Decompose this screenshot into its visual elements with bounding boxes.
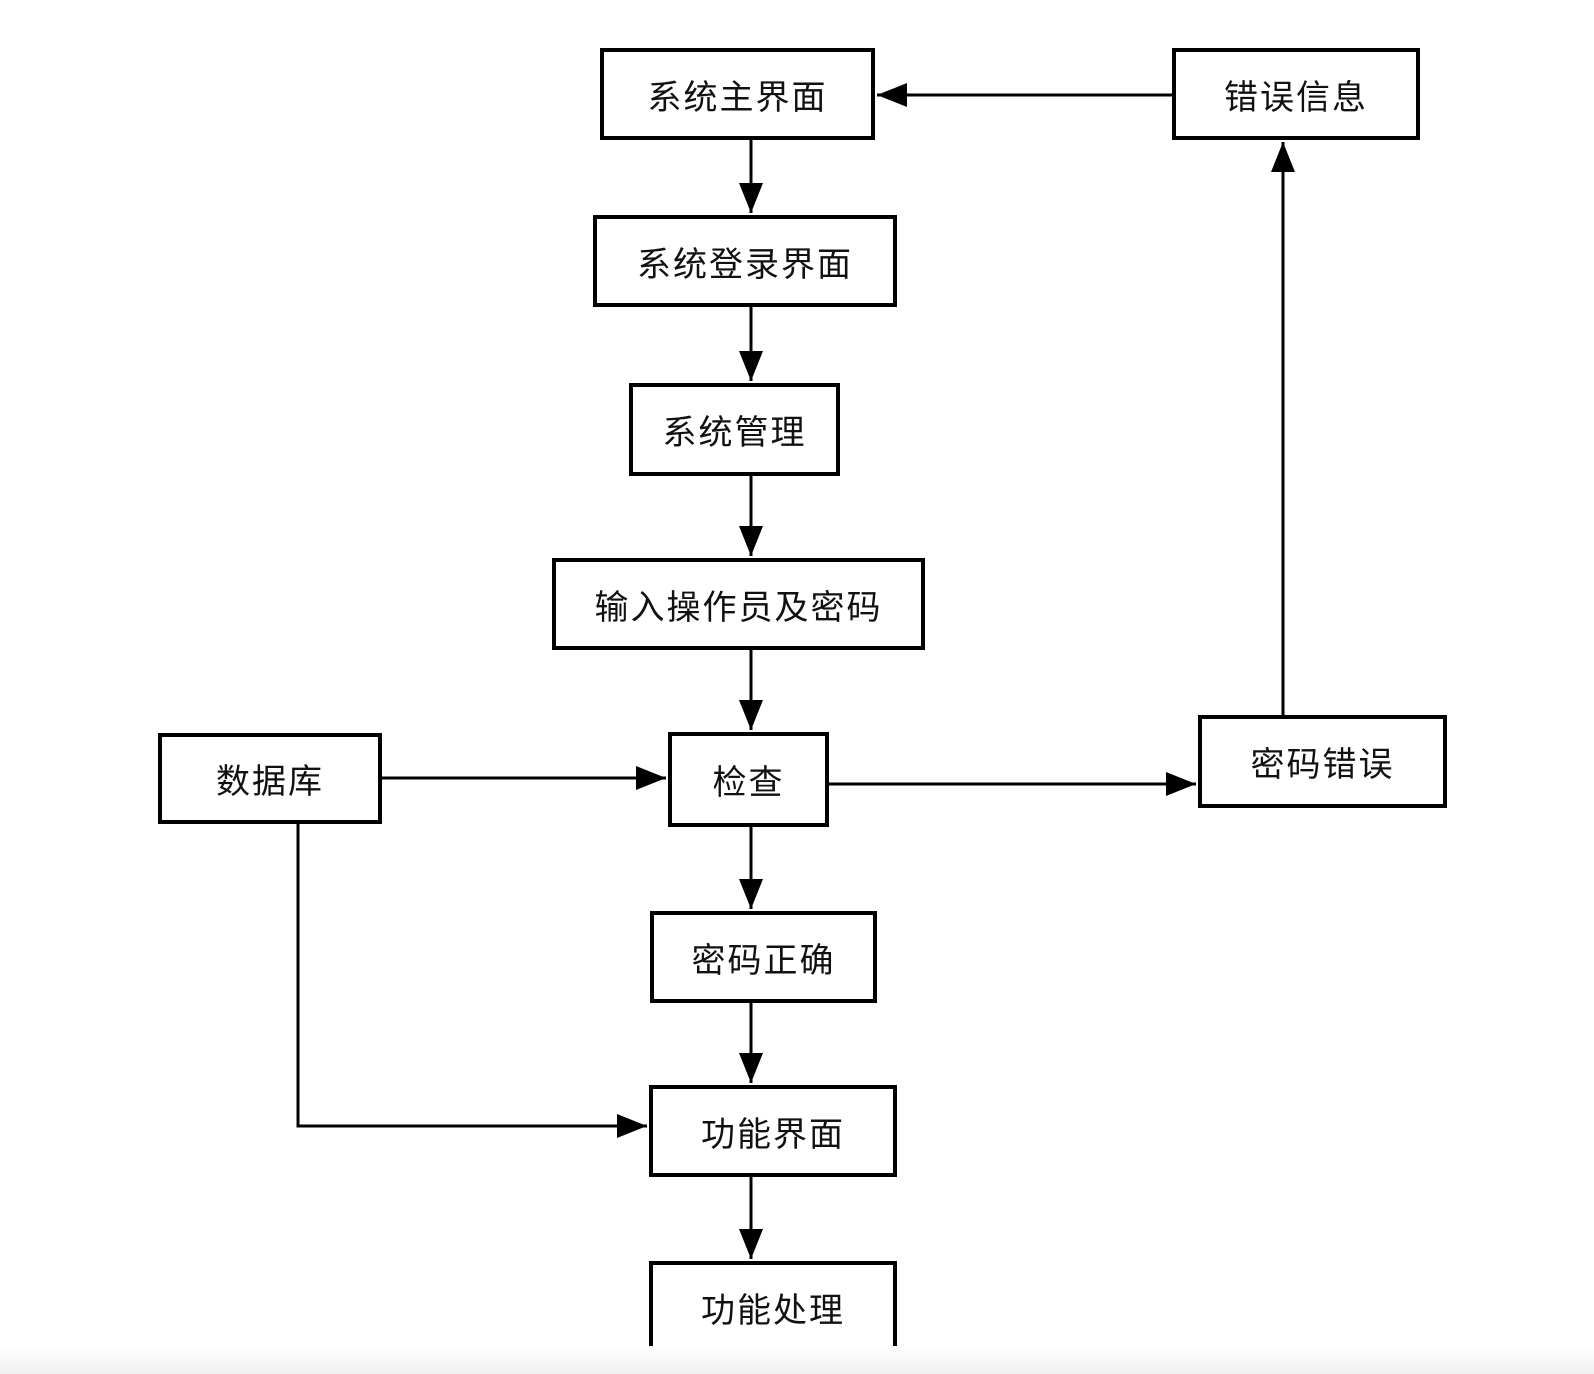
node-password-correct-label: 密码正确 <box>691 942 836 980</box>
edge-database-to-functionui <box>296 824 647 1138</box>
node-error-info: 错误信息 <box>1172 48 1420 140</box>
node-system-login: 系统登录界面 <box>593 215 897 307</box>
node-input-operator-password: 输入操作员及密码 <box>552 558 925 650</box>
node-error-info-label: 错误信息 <box>1224 79 1368 117</box>
node-password-correct: 密码正确 <box>650 911 877 1003</box>
node-function-process-label: 功能处理 <box>701 1293 845 1330</box>
node-system-management: 系统管理 <box>629 383 840 476</box>
node-system-main-label: 系统主界面 <box>647 79 828 117</box>
node-password-wrong: 密码错误 <box>1198 715 1447 808</box>
node-function-interface: 功能界面 <box>649 1085 897 1177</box>
node-password-wrong-label: 密码错误 <box>1250 747 1395 784</box>
node-function-process: 功能处理 <box>649 1261 897 1354</box>
node-check: 检查 <box>668 732 829 827</box>
node-check-label: 检查 <box>712 765 785 802</box>
node-system-login-label: 系统登录界面 <box>637 246 853 284</box>
node-system-management-label: 系统管理 <box>662 415 807 452</box>
node-input-operator-password-label: 输入操作员及密码 <box>594 589 883 627</box>
node-system-main: 系统主界面 <box>600 48 875 140</box>
node-database: 数据库 <box>158 733 382 824</box>
node-database-label: 数据库 <box>216 764 324 801</box>
node-function-interface-label: 功能界面 <box>701 1116 845 1154</box>
